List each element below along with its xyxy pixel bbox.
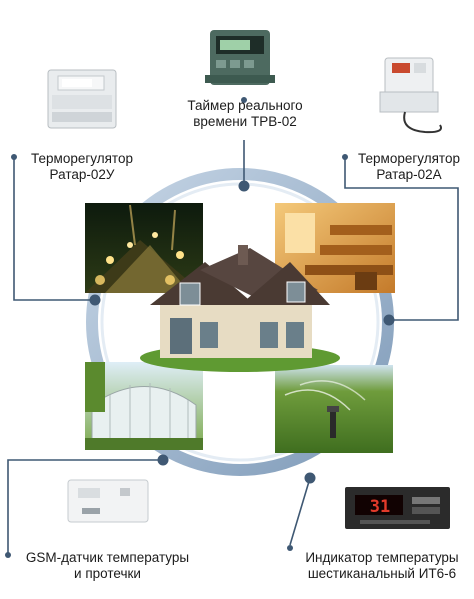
device-thermo-ratar-02u [47,69,117,129]
photo-sprinkler [275,365,393,453]
connector-gsm [7,459,163,555]
label-gsm: GSM-датчик температуры и протечки [15,550,200,582]
dot-thermo-u [89,294,101,306]
label-indicator-line2: шестиканальный ИТ6-6 [307,566,457,581]
dot-thermo-a [383,314,395,326]
label-timer-line2: времени ТРВ-02 [193,114,297,129]
indicator-display-digits: 31 [370,497,390,517]
device-timer-trv02 [205,30,275,85]
label-thermo-u-line1: Терморегулятор [31,151,133,166]
label-thermo-a: Терморегулятор Ратар-02А [350,151,468,183]
label-timer-line1: Таймер реального [187,98,303,113]
label-thermo-a-line2: Ратар-02А [376,167,442,182]
photo-greenhouse [85,362,203,450]
dot-indicator [304,472,316,484]
device-gsm-sensor [67,479,149,523]
label-indicator-line1: Индикатор температуры [305,550,459,565]
label-gsm-line2: и протечки [74,566,141,581]
photo-garden-lights [85,203,203,293]
label-gsm-line1: GSM-датчик температуры [25,550,190,565]
connector-dots [5,97,395,558]
connector-lines [7,140,459,555]
connector-indicator [289,477,311,546]
device-thermo-ratar-02a [379,57,442,134]
label-thermo-u: Терморегулятор Ратар-02У [22,151,142,183]
label-indicator: Индикатор температуры шестиканальный ИТ6… [292,550,472,582]
connector-thermo-u [13,157,95,301]
device-indicator-it6-6: 31 [345,487,450,529]
dot-gsm [157,454,169,466]
connector-thermo-a [344,157,459,321]
label-timer: Таймер реального времени ТРВ-02 [175,98,315,130]
label-thermo-a-line1: Терморегулятор [358,151,460,166]
label-thermo-u-line2: Ратар-02У [49,167,115,182]
dot-timer [238,180,250,192]
house-illustration [140,245,340,372]
